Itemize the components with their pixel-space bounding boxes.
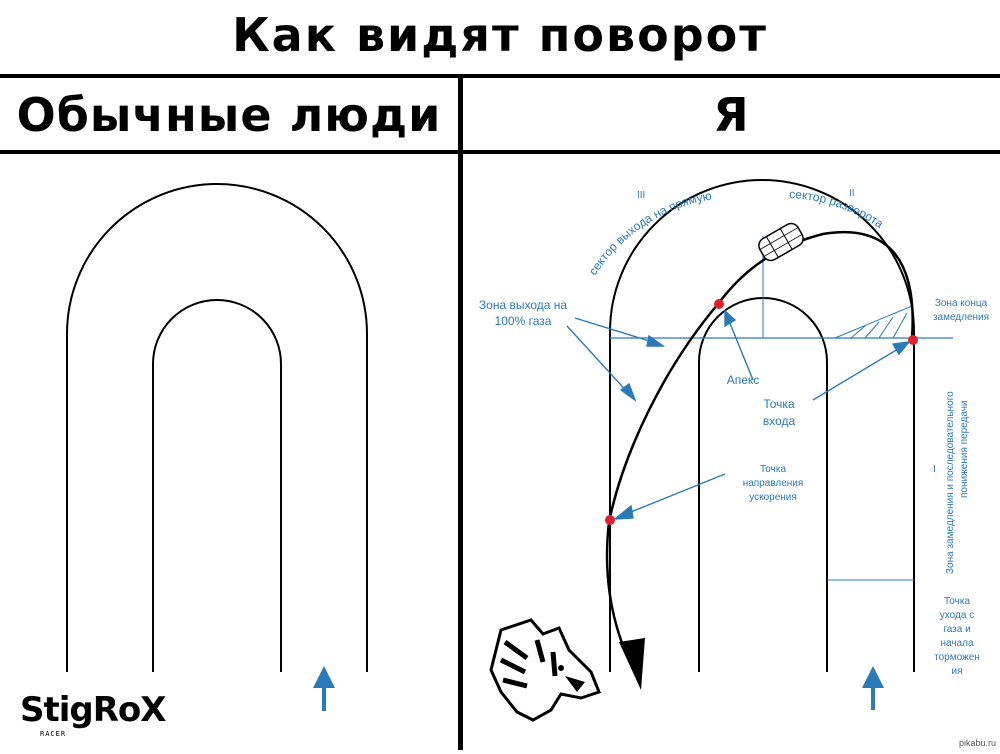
- divider-vertical: [458, 76, 463, 750]
- braking-zone-label-1: Зона замедления и последовательного: [945, 391, 956, 574]
- turn-sector-label: сектор разворота: [789, 187, 886, 231]
- throttle-off-label-4: начала: [940, 638, 973, 649]
- end-braking-label-2: замедления: [933, 312, 989, 323]
- exit-zone-pointer-2: [566, 325, 632, 397]
- outer-track-line: [66, 183, 368, 672]
- exit-zone-pointer-1: [574, 317, 660, 345]
- panel-racing-line: сектор выхода на прямую сектор разворота…: [463, 154, 1000, 750]
- car-icon: [758, 222, 804, 262]
- header-left: Обычные люди: [16, 88, 442, 142]
- watermark: pikabu.ru: [958, 738, 996, 748]
- sector-i-label: I: [933, 464, 936, 475]
- hatched-zone: [834, 305, 913, 339]
- page-title: Как видят поворот: [232, 8, 768, 62]
- entry-point-pointer: [812, 345, 904, 401]
- divider-header: [0, 150, 1000, 154]
- panel-simple-turn: [0, 154, 458, 750]
- entry-point-label-1: Точка: [763, 397, 795, 411]
- sector-ii-label: II: [849, 188, 855, 199]
- throttle-off-label-5: торможен: [934, 652, 980, 663]
- simple-turn-diagram: [66, 183, 368, 711]
- accel-point-label-2: направления: [743, 478, 804, 489]
- entry-point-marker: [908, 335, 918, 345]
- up-arrow-icon: [862, 666, 884, 710]
- end-braking-label-1: Зона конца: [935, 298, 988, 309]
- stigrox-logo: StigRoX: [20, 690, 166, 730]
- throttle-off-label-3: газа и: [943, 624, 970, 635]
- exit-sector-label: сектор выхода на прямую: [586, 189, 713, 278]
- acceleration-point-pointer: [620, 473, 726, 517]
- tiger-logo-icon: [489, 618, 601, 722]
- throttle-off-label-6: ия: [951, 666, 962, 677]
- acceleration-point-marker: [605, 515, 615, 525]
- sector-iii-label: III: [637, 190, 645, 201]
- up-arrow-icon: [313, 666, 335, 711]
- racing-line: [605, 230, 914, 670]
- throttle-off-label-1: Точка: [944, 596, 970, 607]
- apex-marker: [714, 299, 724, 309]
- accel-point-label-3: ускорения: [749, 492, 797, 503]
- exit-zone-label-2: 100% газа: [495, 314, 552, 328]
- accel-point-label-1: Точка: [760, 464, 786, 475]
- braking-zone-label-2: понижения передачи: [959, 401, 970, 499]
- racing-line-arrowhead: [619, 638, 645, 690]
- header-right: Я: [713, 88, 750, 142]
- apex-label: Апекс: [727, 373, 760, 387]
- entry-point-label-2: входа: [763, 414, 796, 428]
- inner-track-line: [152, 299, 282, 672]
- outer-track-line: [609, 179, 915, 672]
- apex-pointer: [726, 315, 754, 381]
- stigrox-logo-sub: RACER: [40, 730, 67, 738]
- exit-zone-label-1: Зона выхода на: [479, 298, 567, 312]
- divider-top: [0, 74, 1000, 78]
- throttle-off-label-2: ухода с: [940, 610, 974, 621]
- racing-line-diagram: сектор выхода на прямую сектор разворота…: [479, 179, 989, 722]
